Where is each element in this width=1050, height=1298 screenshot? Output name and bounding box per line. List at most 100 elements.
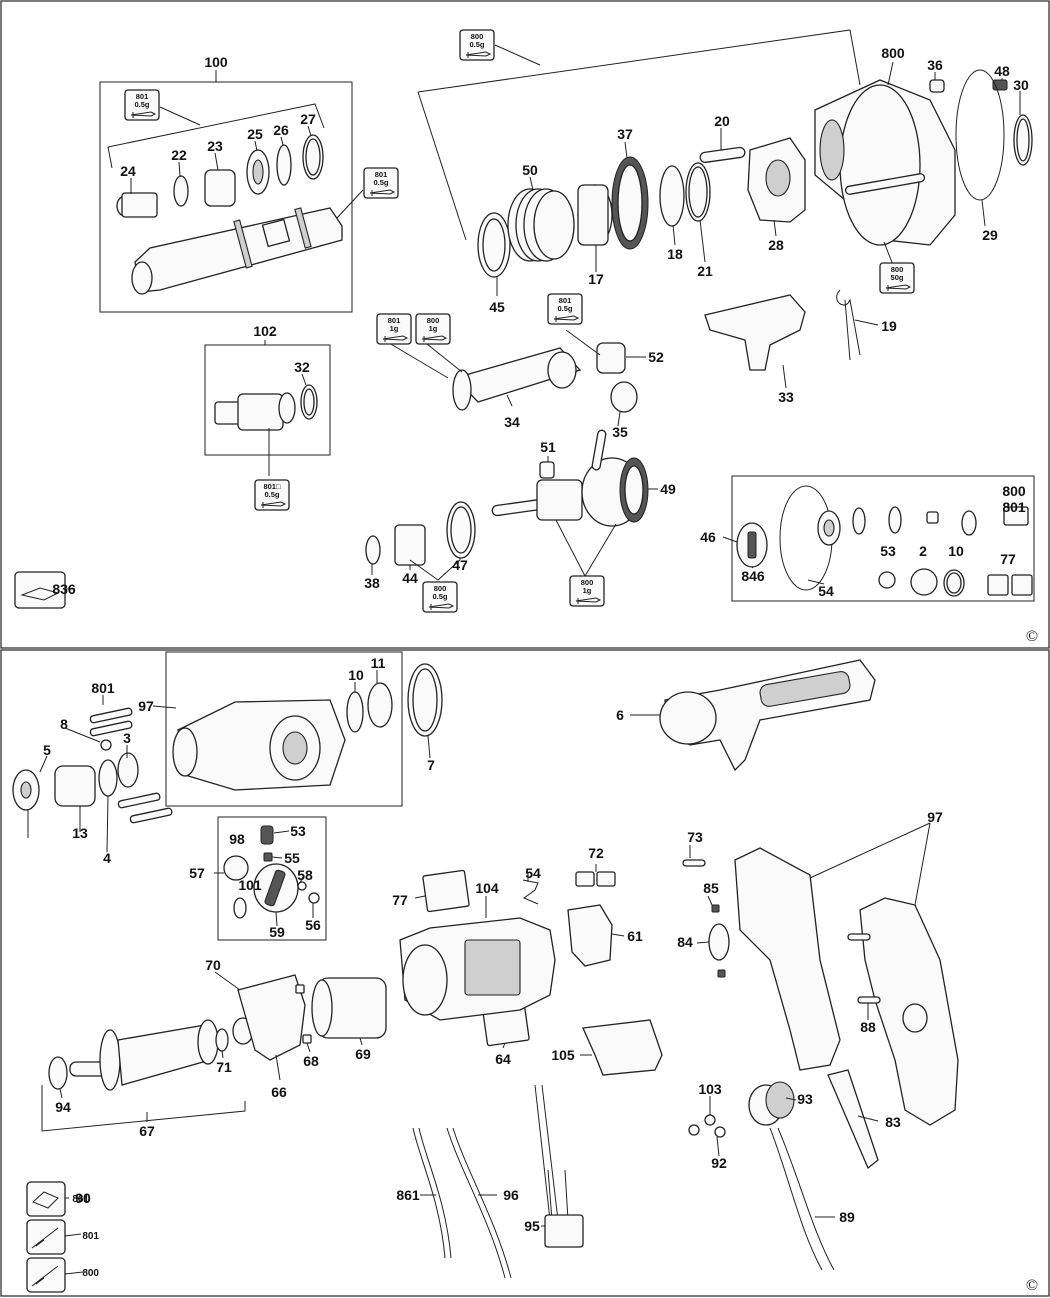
part-number-59: 59 (269, 924, 285, 940)
grease-tag-amount: 0.5g (134, 100, 149, 109)
gear-and-clutch-drawing (477, 137, 806, 278)
part-number-4: 4 (103, 850, 111, 866)
part-number-84: 84 (677, 934, 693, 950)
part-number-53: 53 (880, 543, 896, 559)
mode-selector-drawing (223, 825, 320, 919)
gear-housing-drawing (417, 29, 1033, 246)
front-housing-drawing (12, 663, 443, 824)
part-number-71: 71 (216, 1059, 232, 1075)
part-number-26: 26 (273, 122, 289, 138)
grease-tag-code: 801 (388, 316, 401, 325)
part-number-77: 77 (392, 892, 408, 908)
spindle-assembly-drawing (107, 103, 343, 295)
part-number-25: 25 (247, 126, 263, 142)
part-number-836: 836 (52, 581, 76, 597)
part-number-801: 801 (91, 680, 115, 696)
part-number-24: 24 (120, 163, 136, 179)
part-number-49: 49 (660, 481, 676, 497)
part-number-5: 5 (43, 742, 51, 758)
part-number-846: 846 (741, 568, 765, 584)
part-number-50: 50 (522, 162, 538, 178)
part-number-20: 20 (714, 113, 730, 129)
grease-tag-code: 801□ (263, 482, 281, 491)
part-number-102: 102 (253, 323, 277, 339)
part-number-11: 11 (371, 655, 386, 671)
mode-selector-box-101 (217, 816, 327, 941)
grease-tag-code: 801 (375, 170, 388, 179)
part-number-10: 10 (348, 667, 364, 683)
grease-tag-amount: 0.5g (373, 178, 388, 187)
tool-legend-drawing (26, 1181, 66, 1293)
part-number-36: 36 (927, 57, 943, 73)
part-number-77: 77 (1000, 551, 1016, 567)
copyright-mark-bottom: © (1026, 1277, 1038, 1294)
part-number-800: 800 (881, 45, 905, 61)
grease-gun-icon (465, 51, 492, 58)
part-number-10: 10 (948, 543, 964, 559)
grease-gun-icon (885, 284, 912, 291)
part-number-861: 861 (396, 1187, 420, 1203)
part-number-28: 28 (768, 237, 784, 253)
service-kit-box (731, 475, 1035, 602)
grease-gun-icon (382, 335, 409, 342)
grease-tag-code: 800 (434, 584, 447, 593)
part-number-32: 32 (294, 359, 310, 375)
upper-section-frame (0, 0, 1050, 649)
part-number-54: 54 (525, 865, 541, 881)
part-number-72: 72 (588, 845, 604, 861)
part-number-101: 101 (238, 877, 262, 893)
part-number-45: 45 (489, 299, 505, 315)
part-number-19: 19 (881, 318, 897, 334)
service-kit-header-800: 800 (1002, 483, 1026, 499)
part-number-22: 22 (171, 147, 187, 163)
switch-and-cable-drawing (412, 1019, 879, 1279)
rear-handle-drawing (682, 847, 959, 1126)
tool-holder-drawing (214, 384, 318, 431)
part-number-97: 97 (927, 809, 943, 825)
part-number-61: 61 (627, 928, 643, 944)
copyright-mark-top: © (1026, 628, 1038, 645)
service-kit-header-801: 801 (1002, 499, 1026, 515)
part-number-103: 103 (698, 1081, 722, 1097)
part-number-7: 7 (427, 757, 435, 773)
part-number-23: 23 (207, 138, 223, 154)
armature-drawing (41, 974, 387, 1132)
grease-tag-amount: 50g (891, 273, 904, 282)
part-number-47: 47 (452, 557, 468, 573)
grease-tag-801-7: 801□0.5g (254, 479, 290, 511)
grease-gun-icon (130, 111, 157, 118)
part-number-105: 105 (551, 1047, 575, 1063)
part-number-64: 64 (495, 1051, 511, 1067)
spindle-group-box-100 (99, 81, 353, 313)
part-number-96: 96 (503, 1187, 519, 1203)
service-kit-drawing (736, 485, 1033, 597)
part-number-93: 93 (797, 1091, 813, 1107)
part-number-51: 51 (540, 439, 556, 455)
part-number-66: 66 (271, 1084, 287, 1100)
part-number-44: 44 (402, 570, 418, 586)
part-number-35: 35 (612, 424, 628, 440)
part-number-95: 95 (524, 1218, 540, 1234)
part-number-3: 3 (123, 730, 131, 746)
grease-tag-amount: 1g (429, 324, 438, 333)
part-number-83: 83 (885, 1114, 901, 1130)
lower-section-frame (0, 649, 1050, 1297)
part-number-8: 8 (60, 716, 68, 732)
tool-holder-box-102 (204, 344, 331, 456)
part-number-97: 97 (138, 698, 154, 714)
part-number-94: 94 (55, 1099, 71, 1115)
part-number-13: 13 (72, 825, 88, 841)
selector-fork-drawing (704, 289, 861, 371)
grease-tags: 8010.5g8000.5g8010.5g80050g8011g8001g801… (124, 29, 915, 613)
part-number-48: 48 (994, 63, 1010, 79)
grease-tag-code: 801 (136, 92, 149, 101)
